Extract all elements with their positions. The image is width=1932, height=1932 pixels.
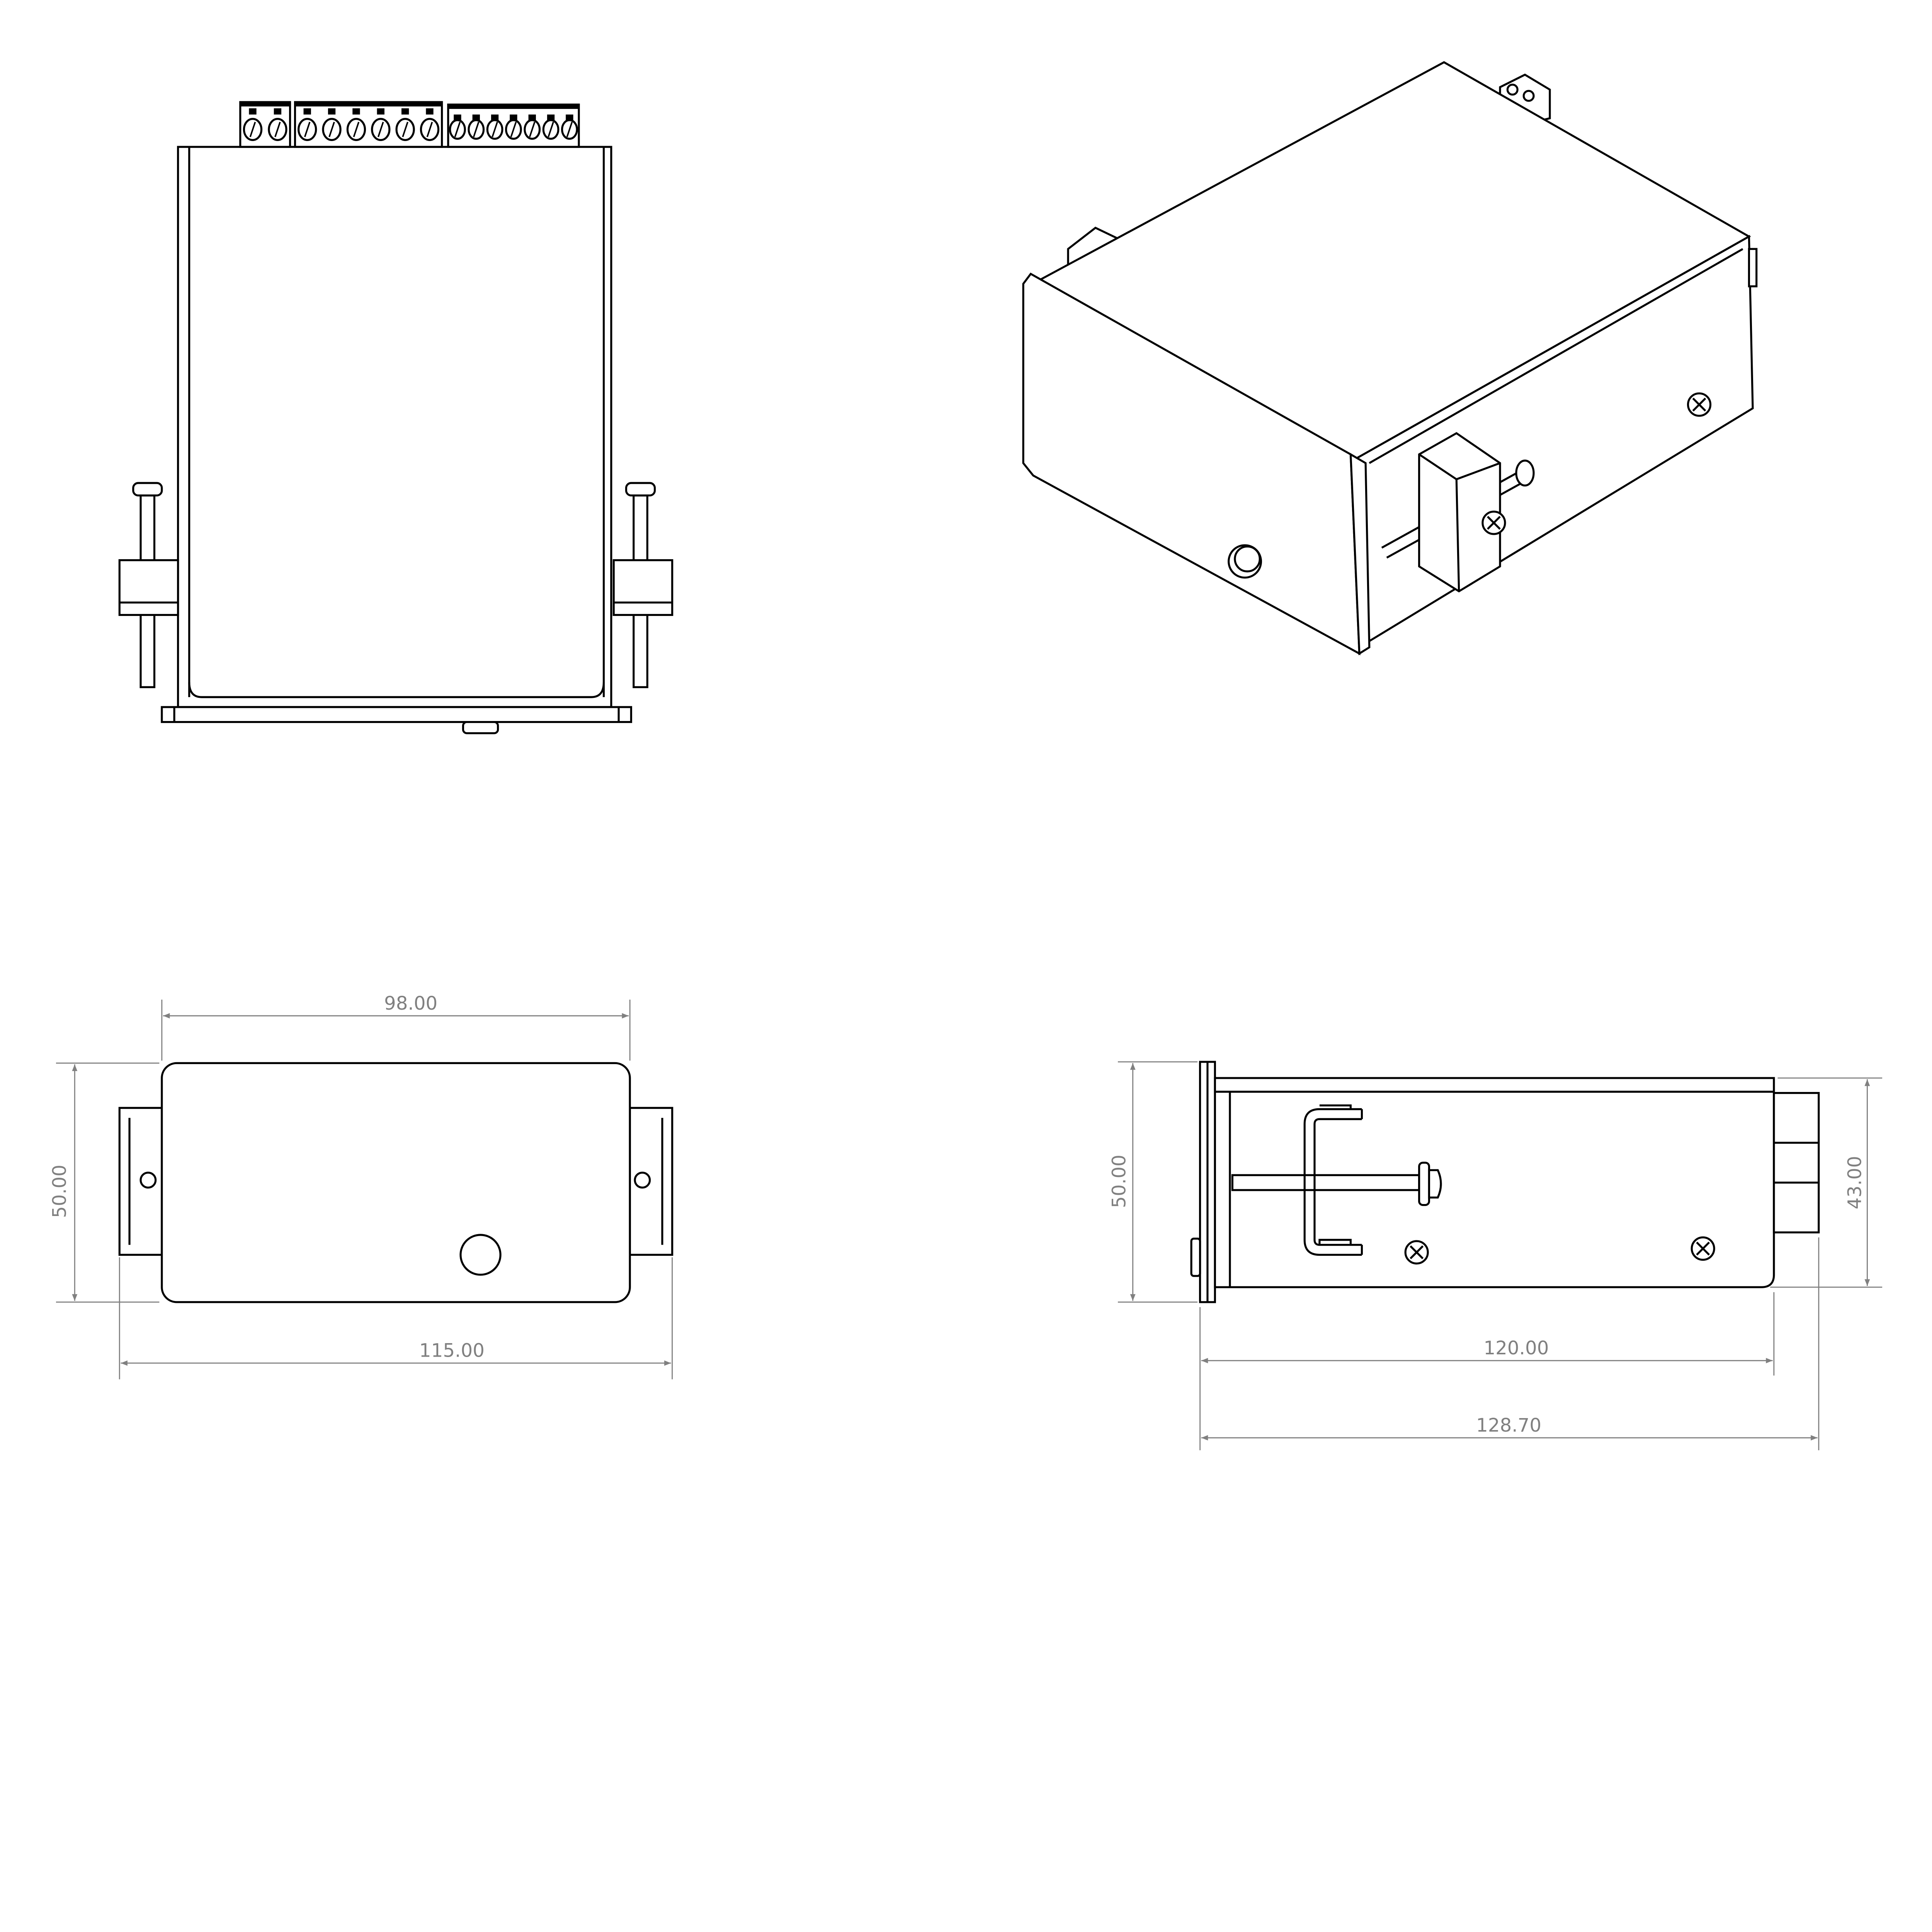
terminal-screw-slot	[249, 122, 256, 137]
terminal-latch-icon	[491, 114, 499, 121]
terminal-screw-slot	[426, 122, 433, 137]
dimension-width: 98.00	[161, 993, 631, 1061]
terminal-screw-slot	[473, 122, 480, 137]
dimension-body-height: 43.00	[1770, 1077, 1883, 1288]
dimension-label: 43.00	[1844, 1156, 1866, 1209]
dimension-label: 98.00	[384, 993, 437, 1014]
mounting-hole	[634, 1172, 651, 1189]
side-view: 50.00 43.00 120.00 128.70	[1108, 1061, 1883, 1451]
terminal-screw-slot	[548, 122, 554, 137]
terminal-block	[294, 101, 443, 148]
front-panel	[161, 1062, 631, 1303]
terminal-latch-icon	[566, 114, 573, 121]
terminal-screw-slot	[454, 122, 461, 137]
enclosure-body	[177, 146, 612, 708]
terminal-screw-slot	[566, 122, 573, 137]
dimension-total-depth: 128.70	[1201, 1237, 1820, 1451]
technical-drawing: 98.00 115.00 50.00 5	[49, 61, 1883, 1451]
push-button	[459, 1234, 502, 1276]
terminal-screw-slot	[274, 122, 281, 137]
terminal-screw-slot	[529, 122, 536, 137]
clamp-bracket	[1418, 432, 1501, 593]
clamp-rod	[1231, 1174, 1420, 1191]
dimension-side-height: 50.00	[1108, 1061, 1198, 1303]
terminal-screw-slot	[492, 122, 498, 137]
dimension-label: 50.00	[1108, 1155, 1130, 1208]
mounting-clamp-left	[118, 482, 179, 688]
dimension-label: 50.00	[49, 1165, 71, 1218]
terminal-latch-icon	[528, 114, 536, 121]
enclosure-body	[1214, 1077, 1775, 1288]
terminal-latch-icon	[274, 108, 282, 115]
terminal-screw-slot	[328, 122, 335, 137]
terminal-latch-icon	[377, 108, 384, 115]
front-view: 98.00 115.00 50.00	[49, 993, 673, 1379]
terminal-blocks	[239, 101, 580, 148]
push-button	[1190, 1237, 1201, 1277]
front-panel-plate	[161, 706, 632, 723]
terminal-screw-slot	[353, 122, 360, 137]
mounting-clamp-right	[612, 482, 673, 688]
terminal-latch-icon	[472, 114, 480, 121]
terminal-latch-icon	[510, 114, 517, 121]
dimension-depth: 120.00	[1199, 1292, 1775, 1451]
clamp-bracket	[1303, 1104, 1363, 1256]
terminal-latch-icon	[249, 108, 257, 115]
terminal-latch-icon	[547, 114, 555, 121]
dimension-label: 115.00	[419, 1340, 485, 1362]
terminal-connector	[1773, 1092, 1820, 1234]
terminal-latch-icon	[328, 108, 336, 115]
terminal-screw-slot	[378, 122, 384, 137]
terminal-screw-slot	[510, 122, 517, 137]
dimension-label: 120.00	[1483, 1337, 1549, 1359]
terminal-latch-icon	[352, 108, 360, 115]
terminal-latch-icon	[454, 114, 461, 121]
dimension-height: 50.00	[49, 1062, 160, 1303]
mounting-hole	[139, 1172, 157, 1189]
dimension-label: 128.70	[1476, 1415, 1541, 1436]
top-view	[118, 101, 673, 735]
terminal-latch-icon	[303, 108, 311, 115]
terminal-latch-icon	[401, 108, 409, 115]
dimension-total-width: 115.00	[119, 1257, 673, 1379]
terminal-screw-slot	[402, 122, 408, 137]
terminal-screw-slot	[304, 122, 311, 137]
terminal-latch-icon	[426, 108, 434, 115]
isometric-view	[1022, 61, 1758, 655]
push-button	[462, 721, 499, 735]
